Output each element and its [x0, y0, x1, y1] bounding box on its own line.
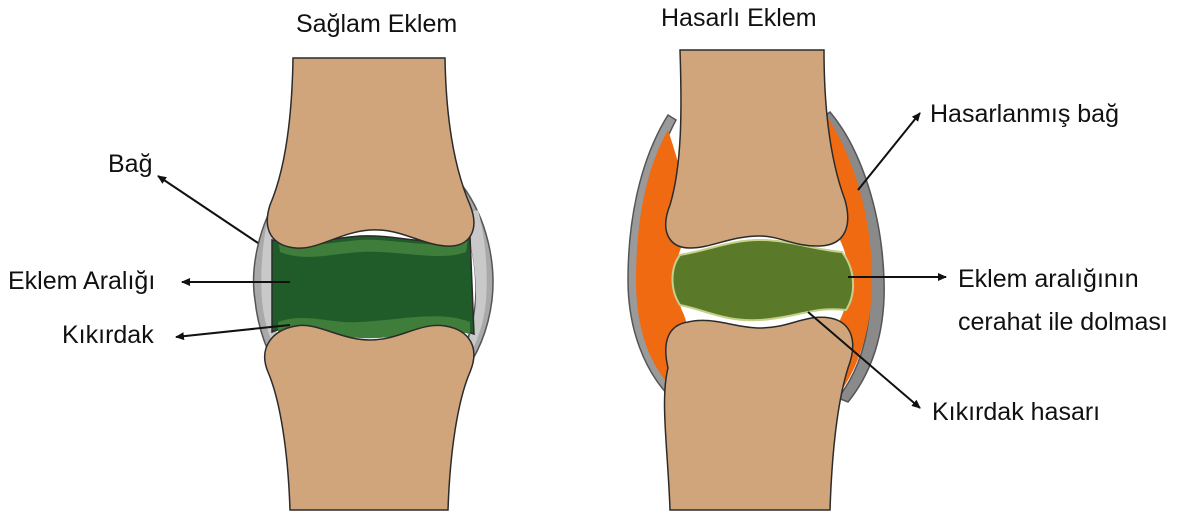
damaged-lower-bone	[665, 317, 853, 510]
damaged-joint-space	[673, 240, 854, 320]
label-joint-space: Eklem Aralığı	[8, 267, 155, 296]
label-pus-line1: Eklem aralığının	[958, 265, 1139, 294]
healthy-joint-title: Sağlam Eklem	[296, 10, 457, 39]
arrow-damaged-ligament	[858, 113, 920, 190]
label-pus-line2: cerahat ile dolması	[958, 308, 1168, 337]
damaged-upper-bone	[666, 50, 848, 248]
healthy-joint	[254, 58, 493, 510]
damaged-joint	[628, 50, 884, 510]
label-ligament: Bağ	[108, 150, 152, 179]
damaged-joint-title: Hasarlı Eklem	[661, 4, 817, 33]
label-damaged-ligament: Hasarlanmış bağ	[930, 100, 1119, 129]
label-cartilage: Kıkırdak	[62, 321, 154, 350]
healthy-lower-bone	[265, 325, 474, 510]
label-cartilage-damage: Kıkırdak hasarı	[932, 398, 1100, 427]
healthy-upper-bone	[267, 58, 474, 248]
arrow-ligament	[158, 176, 258, 243]
